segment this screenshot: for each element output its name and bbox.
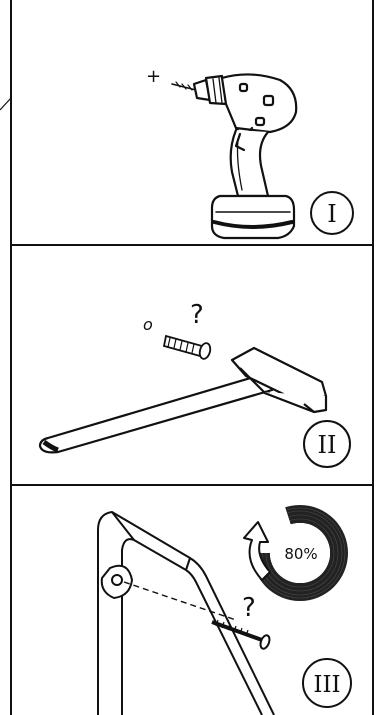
step-3-badge: III bbox=[303, 659, 351, 707]
progress-label: 80% bbox=[284, 545, 317, 563]
plus-mark: + bbox=[146, 66, 161, 87]
wall-plug-icon bbox=[164, 336, 212, 360]
question-mark-3: ? bbox=[242, 593, 256, 623]
step-2-numeral: II bbox=[318, 431, 337, 459]
question-mark-2: ? bbox=[190, 300, 204, 330]
hammer-icon bbox=[40, 348, 326, 452]
step-3-panel: ? 80% bbox=[98, 505, 351, 715]
step-3-numeral: III bbox=[313, 672, 340, 698]
hole-mark: o bbox=[143, 315, 153, 334]
step-1-panel: + I bbox=[146, 66, 353, 238]
progress-ring: 80% bbox=[252, 505, 348, 601]
step-1-badge: I bbox=[311, 192, 353, 234]
drill-icon bbox=[172, 74, 296, 238]
step-1-numeral: I bbox=[327, 200, 336, 228]
step-2-badge: II bbox=[304, 421, 350, 467]
step-2-panel: o ? II bbox=[40, 300, 350, 467]
leader-line bbox=[0, 98, 11, 110]
